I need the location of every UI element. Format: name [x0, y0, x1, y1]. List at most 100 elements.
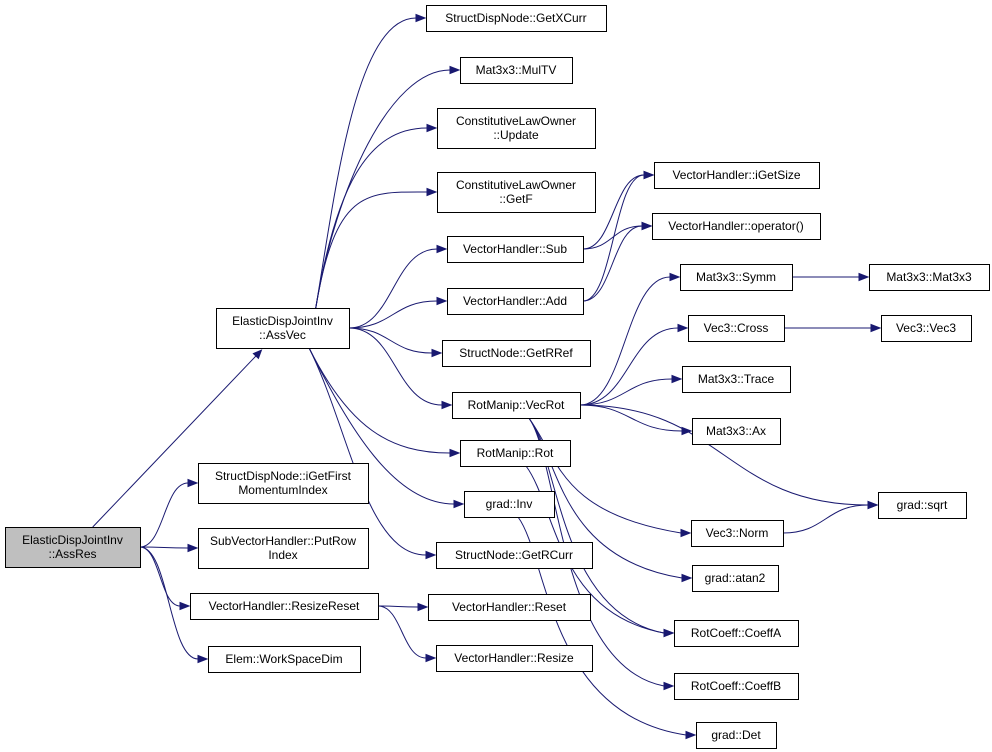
node-box [436, 645, 593, 672]
node-box [869, 264, 990, 291]
node-workspacedim[interactable]: Elem::WorkSpaceDim [208, 646, 361, 673]
node-cloupdate[interactable]: ConstitutiveLawOwner::Update [437, 108, 596, 149]
node-norm[interactable]: Vec3::Norm [691, 520, 784, 547]
node-vhadd[interactable]: VectorHandler::Add [447, 288, 584, 315]
node-vec3[interactable]: Vec3::Vec3 [881, 315, 972, 342]
edge-assvec-to-inv [308, 347, 465, 509]
node-box [198, 463, 369, 504]
node-label: Vec3::Vec3 [896, 321, 956, 335]
node-box [198, 528, 369, 569]
node-box [654, 162, 820, 189]
node-det[interactable]: grad::Det [696, 722, 777, 749]
node-rot[interactable]: RotManip::Rot [460, 440, 571, 467]
node-box [691, 520, 784, 547]
node-label: Mat3x3::Mat3x3 [886, 270, 972, 284]
node-label: VectorHandler::Add [463, 294, 567, 308]
node-coeffa[interactable]: RotCoeff::CoeffA [674, 620, 799, 647]
node-box [464, 491, 555, 518]
node-box [208, 646, 361, 673]
edge-vhadd-to-igetsize [582, 170, 655, 302]
node-clogetf[interactable]: ConstitutiveLawOwner::GetF [437, 172, 596, 213]
edge-assvec-to-getxcurr [315, 13, 427, 309]
edge-assvec-to-cloupdate [315, 123, 438, 309]
node-assvec[interactable]: ElasticDispJointInv::AssVec [216, 308, 350, 349]
node-getrcurr[interactable]: StructNode::GetRCurr [436, 542, 593, 569]
node-operator[interactable]: VectorHandler::operator() [652, 213, 821, 240]
node-getxcurr[interactable]: StructDispNode::GetXCurr [426, 5, 607, 32]
node-box [460, 440, 571, 467]
node-igetsize[interactable]: VectorHandler::iGetSize [654, 162, 820, 189]
node-label: ConstitutiveLawOwner [456, 178, 576, 192]
edge-assvec-to-vhsub [348, 244, 448, 329]
node-box [878, 492, 967, 519]
node-label: Elem::WorkSpaceDim [225, 652, 342, 666]
node-label: ::AssRes [48, 547, 96, 561]
edge-vhadd-to-operator [582, 221, 653, 302]
node-mat3x3[interactable]: Mat3x3::Mat3x3 [869, 264, 990, 291]
node-cross[interactable]: Vec3::Cross [688, 315, 785, 342]
node-label: VectorHandler::ResizeReset [209, 599, 360, 613]
node-box [692, 418, 781, 445]
node-label: Mat3x3::Ax [706, 424, 766, 438]
node-label: VectorHandler::Sub [463, 242, 567, 256]
node-label: StructNode::GetRCurr [455, 548, 573, 562]
node-box [428, 594, 591, 621]
node-label: ElasticDispJointInv [232, 314, 333, 328]
edge-vecrot-to-norm [528, 417, 692, 538]
edge-symm-to-mat3x3 [792, 272, 870, 282]
node-assres[interactable]: ElasticDispJointInv::AssRes [5, 527, 141, 568]
edge-resizereset-to-vhresize [377, 605, 437, 663]
node-label: SubVectorHandler::PutRow [210, 534, 356, 548]
edge-assres-to-workspacedim [139, 546, 209, 664]
node-label: Mat3x3::Symm [696, 270, 776, 284]
node-symm[interactable]: Mat3x3::Symm [680, 264, 793, 291]
node-box [696, 722, 777, 749]
node-label: Vec3::Cross [704, 321, 769, 335]
node-label: StructNode::GetRRef [459, 346, 573, 360]
node-box [680, 264, 793, 291]
node-box [5, 527, 141, 568]
node-vhresize[interactable]: VectorHandler::Resize [436, 645, 593, 672]
node-vhsub[interactable]: VectorHandler::Sub [447, 236, 584, 263]
node-getrref[interactable]: StructNode::GetRRef [442, 340, 591, 367]
node-box [426, 5, 607, 32]
node-label: ::AssVec [259, 328, 306, 342]
node-label: Index [268, 548, 297, 562]
edge-vecrot-to-trace [579, 374, 683, 406]
node-coeffb[interactable]: RotCoeff::CoeffB [674, 673, 799, 700]
node-atan2[interactable]: grad::atan2 [692, 565, 779, 592]
edge-assres-to-putrow [139, 543, 199, 553]
edge-vecrot-to-atan2 [528, 417, 693, 583]
node-box [442, 340, 591, 367]
node-label: Mat3x3::MulTV [476, 63, 557, 77]
node-box [460, 57, 573, 84]
node-resizereset[interactable]: VectorHandler::ResizeReset [190, 593, 379, 620]
node-label: VectorHandler::Reset [452, 600, 567, 614]
node-multv[interactable]: Mat3x3::MulTV [460, 57, 573, 84]
node-sqrt[interactable]: grad::sqrt [878, 492, 967, 519]
node-inv[interactable]: grad::Inv [464, 491, 555, 518]
edge-vecrot-to-ax [579, 404, 693, 436]
node-label: VectorHandler::iGetSize [672, 168, 800, 182]
node-label: StructDispNode::iGetFirst [215, 469, 352, 483]
node-box [692, 565, 779, 592]
edge-cross-to-vec3 [784, 323, 882, 333]
node-label: MomentumIndex [238, 483, 327, 497]
node-box [881, 315, 972, 342]
node-vecrot[interactable]: RotManip::VecRot [452, 392, 581, 419]
node-label: RotCoeff::CoeffB [691, 679, 781, 693]
node-trace[interactable]: Mat3x3::Trace [682, 366, 791, 393]
edge-norm-to-sqrt [782, 500, 879, 534]
node-vhreset[interactable]: VectorHandler::Reset [428, 594, 591, 621]
node-label: StructDispNode::GetXCurr [445, 11, 586, 25]
node-label: ::GetF [499, 192, 532, 206]
node-label: ::Update [493, 128, 539, 142]
node-box [674, 620, 799, 647]
node-label: grad::atan2 [705, 571, 766, 585]
node-label: ConstitutiveLawOwner [456, 114, 576, 128]
node-box [437, 108, 596, 149]
node-ax[interactable]: Mat3x3::Ax [692, 418, 781, 445]
